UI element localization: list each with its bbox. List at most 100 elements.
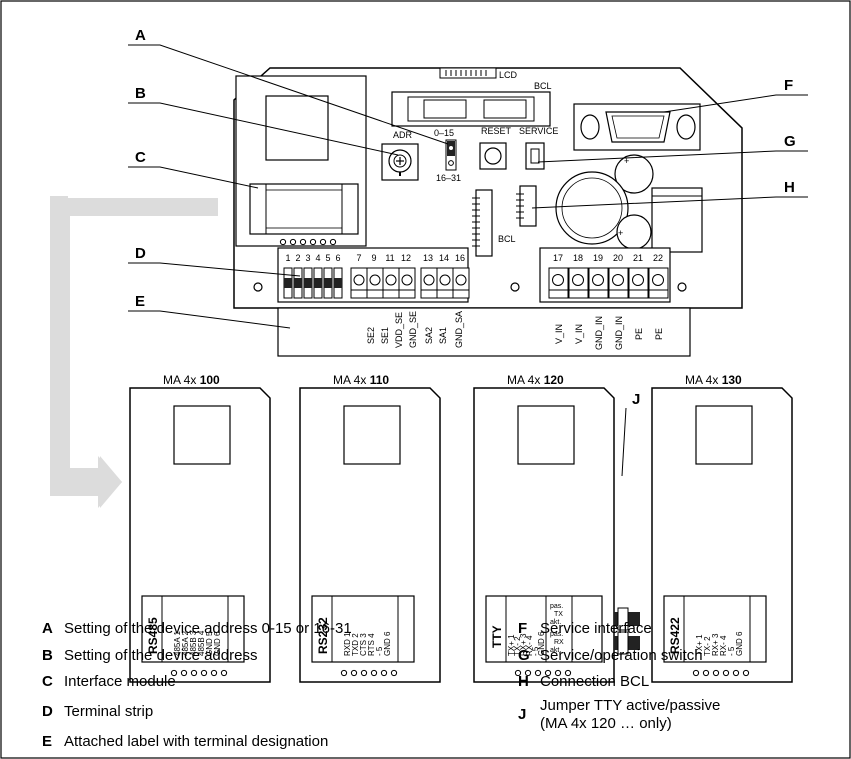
terminal-number: 1 [285, 253, 290, 263]
legend-text: Terminal strip [64, 703, 154, 720]
legend-key: E [42, 733, 53, 750]
jumper-label: pas. [550, 631, 563, 638]
pin-label: 485B 4 [197, 630, 206, 656]
terminal-number: 16 [455, 253, 465, 263]
terminal-number: 9 [371, 253, 376, 263]
jumper-label: RX [554, 639, 564, 646]
adr-label: ADR [393, 130, 413, 140]
module-title-130: MA 4x 130 [685, 373, 742, 387]
range-high-label: 16–31 [436, 173, 461, 183]
legend-text: Attached label with terminal designation [64, 733, 329, 750]
module-title-120: MA 4x 120 [507, 373, 564, 387]
pin-label: RXD 1 [343, 632, 352, 656]
attached-label-strip [277, 307, 691, 357]
terminal-number: 20 [613, 253, 623, 263]
mounting-hole-left [253, 282, 263, 292]
lcd-label: LCD [499, 70, 518, 80]
left-screw-terminals [350, 267, 470, 299]
lcd-connector [439, 67, 497, 79]
jumper-label: akt. [550, 647, 561, 654]
range-low-label: 0–15 [434, 128, 454, 138]
terminal-number: 21 [633, 253, 643, 263]
strip-label: VDD_SE [394, 312, 404, 348]
strip-label: V_IN [574, 324, 584, 344]
callout-g: G [784, 133, 796, 150]
legend-text: Service interface [540, 620, 652, 637]
legend-text: Jumper TTY active/passive [540, 697, 721, 714]
pin-label: 485A 1 [173, 631, 182, 656]
jumper-label: akt. [550, 619, 561, 626]
terminal-number: 17 [553, 253, 563, 263]
strip-label: PE [634, 328, 644, 340]
strip-label: GND_SE [408, 311, 418, 348]
pin-label: GND 6 [537, 631, 546, 656]
pin-label: GND 6 [383, 631, 392, 656]
legend-key: B [42, 647, 53, 664]
module-title-100: MA 4x 100 [163, 373, 220, 387]
module-pin-holes [279, 238, 337, 246]
reset-label: RESET [481, 126, 512, 136]
mounting-hole-center [510, 282, 520, 292]
module-types: RS485 RS232 TTY RS422 [146, 617, 682, 654]
module-connector [249, 183, 359, 235]
legend-key: J [518, 706, 527, 723]
legend-key: H [518, 673, 529, 690]
terminal-number: 19 [593, 253, 603, 263]
pin-label: 485A 2 [181, 631, 190, 656]
pin-label: GND 6 [213, 631, 222, 656]
module-type-tty: TTY [490, 625, 504, 648]
module-type-rs422: RS422 [668, 617, 682, 654]
tty-jumper-labels: pas. TX akt. pas. RX akt. [550, 603, 564, 654]
legend-key: A [42, 620, 53, 637]
terminal-number: 7 [356, 253, 361, 263]
legend-text: Service/operation switch [540, 647, 703, 664]
bcl-side-label: BCL [498, 234, 516, 244]
network-socket [651, 187, 703, 253]
module-boards [129, 387, 793, 683]
callout-b: B [135, 85, 146, 102]
callout-labels: A B C D E F G H J [135, 27, 796, 408]
callout-f: F [784, 77, 793, 94]
service-interface-connector [573, 103, 701, 151]
terminal-number: 11 [385, 253, 394, 263]
pin-label: CTS 3 [359, 633, 368, 656]
svg-text:+: + [624, 156, 629, 166]
strip-label: SE2 [366, 327, 376, 344]
pin-label: TX- 2 [703, 636, 712, 656]
pin-label: - 5 [727, 646, 736, 656]
pin-label: TX+ 1 [507, 634, 516, 656]
legend-key: C [42, 673, 53, 690]
strip-label: SE1 [380, 327, 390, 344]
backup-battery [555, 171, 629, 245]
label-strip-right: V_IN V_IN GND_IN GND_IN PE PE [554, 316, 664, 350]
terminal-number: 14 [439, 253, 449, 263]
pin-label: RX+ 3 [519, 633, 528, 656]
strip-label: SA1 [438, 327, 448, 344]
legend-text: Setting of the device address 0-15 or 16… [64, 620, 352, 637]
module-pins-130: TX+ 1 TX- 2 RX+ 3 RX- 4 - 5 GND 6 [695, 631, 744, 656]
legend-text: Setting of the device address [64, 647, 258, 664]
jumper-label: pas. [550, 603, 563, 610]
legend-key: F [518, 620, 528, 637]
module-type-rs485: RS485 [146, 617, 160, 654]
terminal-number: 12 [401, 253, 411, 263]
module-titles: MA 4x 100 MA 4x 110 MA 4x 120 MA 4x 130 [163, 373, 742, 387]
pin-label: TX- 2 [513, 636, 522, 656]
left-jumper-pins [283, 267, 343, 299]
label-strip-left: SE2 SE1 VDD_SE GND_SE SA2 SA1 GND_SA [366, 311, 464, 348]
pin-label: RX+ 3 [711, 633, 720, 656]
terminal-number: 18 [573, 253, 583, 263]
module-pins-100: 485A 1 485A 2 485B 3 485B 4 GND 5 GND 6 [173, 630, 222, 656]
module-title-110: MA 4x 110 [333, 373, 389, 387]
callout-d: D [135, 245, 146, 262]
pin-label: GND 6 [735, 631, 744, 656]
callout-j: J [632, 391, 640, 408]
service-label: SERVICE [519, 126, 558, 136]
pin-label: - 5 [531, 646, 540, 656]
callout-a: A [135, 27, 146, 44]
callout-h: H [784, 179, 795, 196]
module-type-rs232: RS232 [316, 617, 330, 654]
legend-key: G [518, 647, 530, 664]
